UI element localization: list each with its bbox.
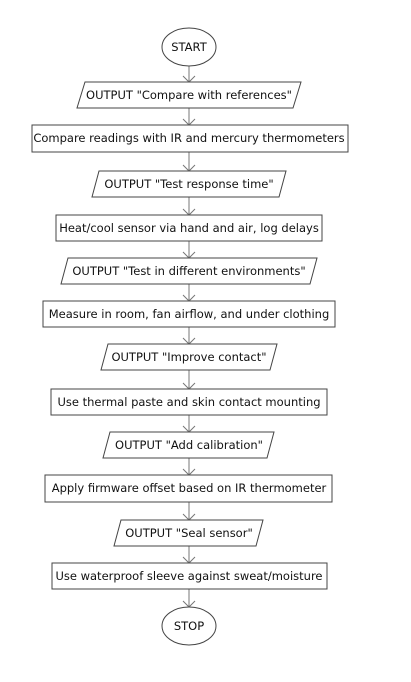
output-parallelogram (102, 431, 275, 459)
process-box (50, 388, 328, 416)
process-label: Heat/cool sensor via hand and air, log d… (59, 221, 319, 235)
process-box (42, 300, 336, 328)
start-label: START (171, 40, 207, 54)
output-label: OUTPUT "Improve contact" (111, 350, 266, 364)
output-label: OUTPUT "Test in different environments" (72, 264, 305, 278)
process-box (44, 474, 333, 503)
stop-terminator (161, 606, 217, 646)
stop-label: STOP (174, 619, 204, 633)
output-label: OUTPUT "Compare with references" (86, 88, 292, 102)
start-terminator (161, 27, 217, 67)
process-label: Compare readings with IR and mercury the… (33, 131, 344, 145)
output-label: OUTPUT "Test response time" (104, 177, 273, 191)
process-label: Apply firmware offset based on IR thermo… (52, 481, 327, 495)
output-label: OUTPUT "Seal sensor" (125, 526, 253, 540)
process-label: Use thermal paste and skin contact mount… (57, 395, 320, 409)
output-parallelogram (91, 170, 287, 198)
process-box (31, 124, 349, 153)
output-parallelogram (60, 257, 318, 285)
output-parallelogram (100, 343, 278, 371)
output-parallelogram (76, 81, 302, 109)
output-label: OUTPUT "Add calibration" (115, 438, 263, 452)
output-parallelogram (113, 519, 264, 547)
process-box (55, 214, 323, 242)
process-label: Use waterproof sleeve against sweat/mois… (55, 569, 322, 583)
process-label: Measure in room, fan airflow, and under … (49, 307, 330, 321)
process-box (51, 562, 328, 590)
